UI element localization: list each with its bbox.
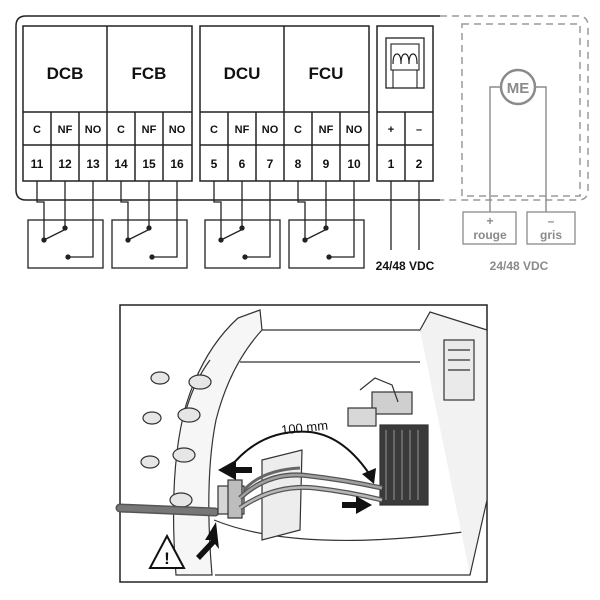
terminal-number: 6 — [239, 157, 246, 171]
distance-label: 100 mm — [280, 418, 328, 438]
terminal-number: 12 — [58, 157, 72, 171]
terminal-number: 7 — [267, 157, 274, 171]
terminal-block-power — [376, 25, 434, 182]
motor-dashed-box — [461, 23, 581, 197]
terminal-number: 10 — [347, 157, 361, 171]
motor-wire-minus — [535, 86, 547, 212]
pointer-arrow-left — [218, 460, 252, 480]
relay-contact-dcb — [27, 181, 104, 269]
wire-minus-sign: – — [548, 214, 555, 228]
terminal-number: 8 — [295, 157, 302, 171]
relay-contact-fcb — [111, 181, 188, 269]
pin-label: NO — [85, 124, 102, 136]
pin-label: C — [294, 124, 302, 136]
terminal-block-dcu-fcu — [199, 25, 370, 182]
pin-label: NF — [58, 124, 73, 136]
terminal-number: 9 — [323, 157, 330, 171]
group-label-dcb: DCB — [47, 64, 84, 83]
pointer-arrow-warning — [196, 522, 219, 560]
pin-label: C — [210, 124, 218, 136]
pin-label: NO — [169, 124, 186, 136]
wire-plus-sign: + — [486, 214, 493, 228]
group-label-fcu: FCU — [309, 64, 344, 83]
terminal-number: 1 — [388, 157, 395, 171]
terminal-number: 14 — [114, 157, 128, 171]
terminal-number: 2 — [416, 157, 423, 171]
motor-wire-plus — [489, 86, 501, 212]
pin-label: NO — [346, 124, 363, 136]
wire-minus-color: gris — [540, 228, 562, 242]
warning-symbol: ! — [164, 549, 170, 568]
group-label-dcu: DCU — [224, 64, 261, 83]
terminal-number: 11 — [31, 157, 44, 171]
pin-label: C — [33, 124, 41, 136]
pin-label: – — [416, 124, 422, 136]
dashed-housing-outline — [440, 15, 589, 201]
terminal-number: 15 — [142, 157, 156, 171]
motor-voltage-label: 24/48 VDC — [490, 259, 549, 273]
pin-label: + — [388, 124, 394, 136]
pin-label: NF — [235, 124, 250, 136]
pin-label: NF — [319, 124, 334, 136]
warning-icon — [148, 533, 186, 569]
pointer-arrow-right — [342, 496, 372, 514]
pin-label: C — [117, 124, 125, 136]
pin-label: NF — [142, 124, 157, 136]
terminal-number: 16 — [170, 157, 184, 171]
terminal-number: 13 — [86, 157, 100, 171]
coil-symbol — [385, 37, 425, 89]
wire-plus-color: rouge — [473, 228, 507, 242]
relay-contact-fcu — [288, 181, 365, 269]
wire-plus-box — [462, 211, 517, 245]
installation-illustration — [115, 309, 488, 576]
pin-label: NO — [262, 124, 279, 136]
power-voltage-label: 24/48 VDC — [376, 259, 435, 273]
motor-label: ME — [507, 80, 530, 97]
terminal-number: 5 — [211, 157, 218, 171]
group-label-fcb: FCB — [132, 64, 167, 83]
wire-minus-box — [526, 211, 576, 245]
relay-contact-dcu — [204, 181, 281, 269]
terminal-block-dcb-fcb — [22, 25, 193, 182]
controller-housing-outline — [15, 15, 440, 201]
